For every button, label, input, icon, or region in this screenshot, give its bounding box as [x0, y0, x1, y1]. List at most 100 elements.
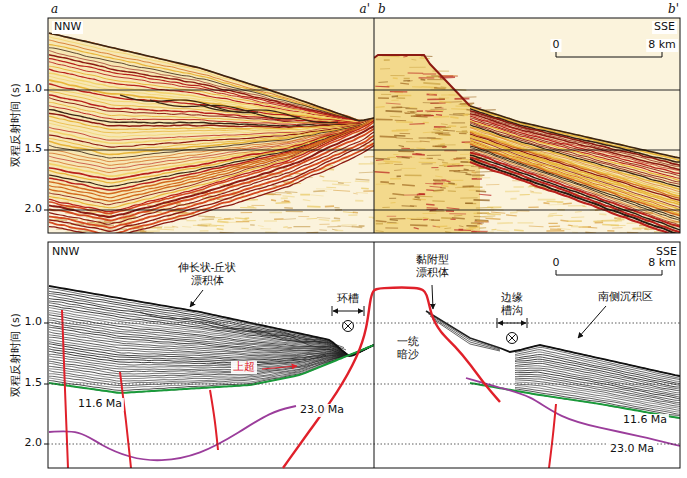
- seamount-noise: [390, 116, 401, 118]
- seamount-noise: [451, 108, 466, 110]
- seismic-noise: [258, 226, 264, 227]
- stratal-line: [49, 301, 374, 356]
- seismic-noise: [607, 230, 614, 232]
- seamount-noise: [402, 184, 415, 186]
- seismic-noise: [359, 163, 374, 165]
- seismic-noise: [472, 223, 482, 224]
- seismic-reflector: [49, 139, 374, 231]
- seamount-noise: [452, 164, 459, 166]
- seamount-noise: [438, 133, 450, 135]
- seamount-noise: [414, 228, 419, 229]
- fault-line: [120, 372, 131, 468]
- seamount-noise: [429, 219, 434, 220]
- seismic-reflector: [49, 120, 374, 208]
- seamount-noise: [427, 207, 438, 208]
- seismic-noise: [332, 184, 349, 185]
- scale-label: 8 km: [646, 39, 678, 52]
- seismic-noise: [250, 224, 255, 226]
- seamount-noise: [396, 137, 413, 139]
- seamount-noise: [412, 86, 422, 88]
- seismic-noise: [529, 226, 544, 228]
- stratal-line: [49, 303, 374, 356]
- seamount-noise: [440, 127, 451, 128]
- seafloor: [500, 345, 680, 376]
- axis-tick: 2.0: [25, 203, 43, 216]
- seamount-noise: [466, 225, 477, 227]
- seamount-noise: [387, 216, 397, 217]
- age-label: 11.6 Ma: [621, 414, 669, 427]
- seamount-noise: [402, 148, 414, 150]
- seamount-noise: [430, 109, 446, 110]
- seismic-noise: [319, 229, 327, 230]
- seismic-noise: [241, 228, 248, 229]
- seismic-noise: [245, 217, 250, 219]
- seamount-outline: [283, 288, 500, 468]
- seismic-noise: [293, 226, 310, 227]
- seismic-noise: [331, 220, 340, 222]
- seamount-noise: [376, 221, 387, 222]
- seamount-noise: [393, 77, 398, 79]
- seamount-noise: [474, 221, 489, 222]
- seismic-reflector: [49, 146, 374, 233]
- seismic-noise: [353, 212, 358, 214]
- seismic-reflector: [49, 113, 374, 127]
- seamount-noise: [454, 215, 462, 217]
- seamount-noise: [395, 120, 406, 121]
- seamount-noise: [383, 161, 401, 162]
- seamount-noise: [423, 132, 433, 134]
- axis-tick: 2.0: [25, 437, 43, 450]
- seamount-noise: [451, 159, 455, 160]
- seamount-noise: [421, 163, 432, 164]
- seamount-noise: [448, 180, 464, 181]
- stratal-line: [49, 345, 374, 372]
- seamount-noise: [448, 190, 456, 192]
- seamount-noise: [406, 141, 421, 142]
- seamount-noise: [449, 213, 466, 214]
- seamount-noise: [434, 107, 443, 108]
- seismic-noise: [356, 192, 368, 194]
- seismic-noise: [147, 230, 160, 232]
- seamount-noise: [394, 169, 402, 171]
- seismic-noise: [352, 226, 363, 227]
- seismic-noise: [284, 218, 296, 220]
- seamount-noise: [404, 194, 418, 195]
- seismic-noise: [601, 219, 617, 221]
- seismic-noise: [557, 202, 562, 203]
- seamount-noise: [387, 222, 397, 223]
- seamount-noise: [396, 97, 405, 99]
- seamount-noise: [392, 194, 404, 195]
- seismic-reflector: [49, 120, 374, 165]
- seismic-noise: [543, 202, 549, 204]
- seamount-noise: [446, 210, 454, 212]
- seamount-noise: [443, 130, 455, 132]
- seismic-noise: [193, 225, 210, 226]
- seismic-noise: [476, 176, 482, 178]
- seamount-noise: [392, 95, 398, 97]
- seamount-noise: [459, 133, 466, 135]
- seamount-noise: [402, 205, 414, 207]
- seamount-noise: [401, 148, 410, 149]
- seismic-noise: [370, 162, 374, 164]
- seismic-noise: [342, 182, 352, 183]
- seamount-noise: [413, 199, 421, 201]
- seismic-noise: [563, 203, 572, 205]
- stratal-line: [515, 384, 680, 411]
- seismic-noise: [514, 229, 524, 231]
- seamount-noise: [449, 115, 464, 116]
- seismic-noise: [225, 221, 242, 223]
- seismic-reflector: [470, 150, 680, 226]
- seismic-noise: [218, 218, 234, 220]
- seamount-noise: [410, 111, 414, 113]
- stratal-line: [49, 311, 374, 356]
- drift-line: [426, 311, 500, 348]
- interpretation-right: [426, 311, 680, 468]
- seismic-noise: [307, 218, 318, 220]
- seamount-noise: [419, 77, 435, 78]
- seamount-noise: [447, 208, 460, 209]
- seamount-noise: [399, 146, 404, 147]
- seamount-noise: [386, 110, 403, 112]
- seamount-noise: [376, 106, 385, 108]
- seismic-reflector: [49, 91, 374, 123]
- seamount-noise: [380, 136, 397, 138]
- time-grid: [48, 90, 680, 210]
